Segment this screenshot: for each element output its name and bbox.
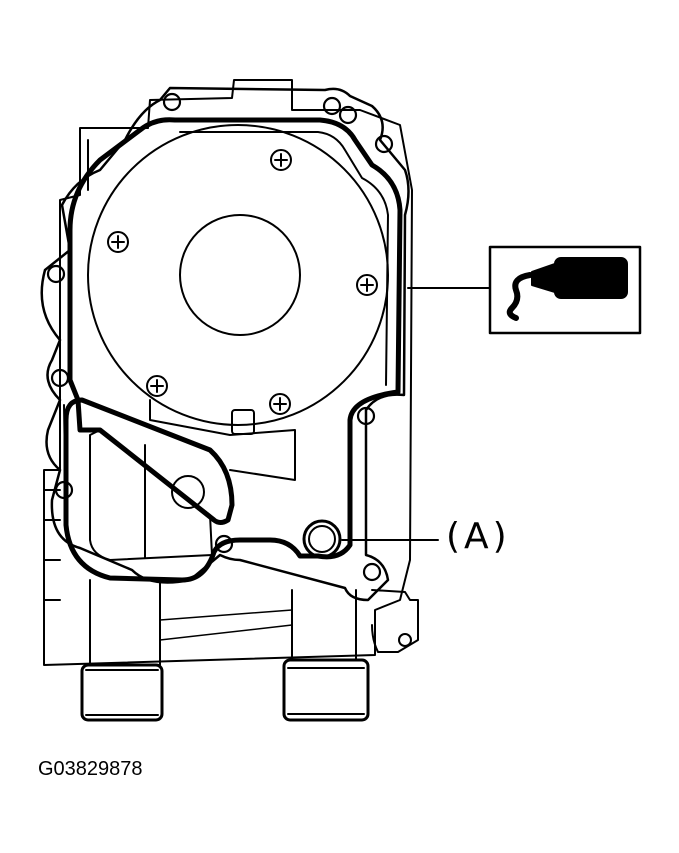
o-ring-inner — [308, 525, 336, 553]
screw-icon — [269, 393, 291, 415]
left-pipe — [80, 579, 164, 722]
lower-window — [89, 429, 213, 561]
housing-body — [43, 79, 413, 666]
screw-icon — [270, 149, 292, 171]
cover-center-bore — [179, 214, 301, 336]
bolt-holes — [46, 92, 394, 582]
screw-icon — [356, 274, 378, 296]
figure-id: G03829878 — [38, 758, 143, 780]
screw-icon — [146, 375, 168, 397]
sealant-tube-icon — [488, 245, 642, 335]
screw-icon — [107, 231, 129, 253]
right-pipe — [282, 589, 370, 722]
side-bracket — [371, 589, 419, 653]
gasket-bead — [63, 117, 403, 583]
cover-plate — [87, 124, 389, 426]
o-ring-outer — [302, 519, 342, 559]
lower-window-hole — [171, 475, 205, 509]
gasket-bead-inner — [63, 131, 389, 526]
callout-label-a: (A) — [446, 516, 511, 557]
cover-lower-edge — [149, 399, 296, 481]
cover-screws — [107, 149, 378, 415]
lower-boss — [231, 409, 255, 435]
